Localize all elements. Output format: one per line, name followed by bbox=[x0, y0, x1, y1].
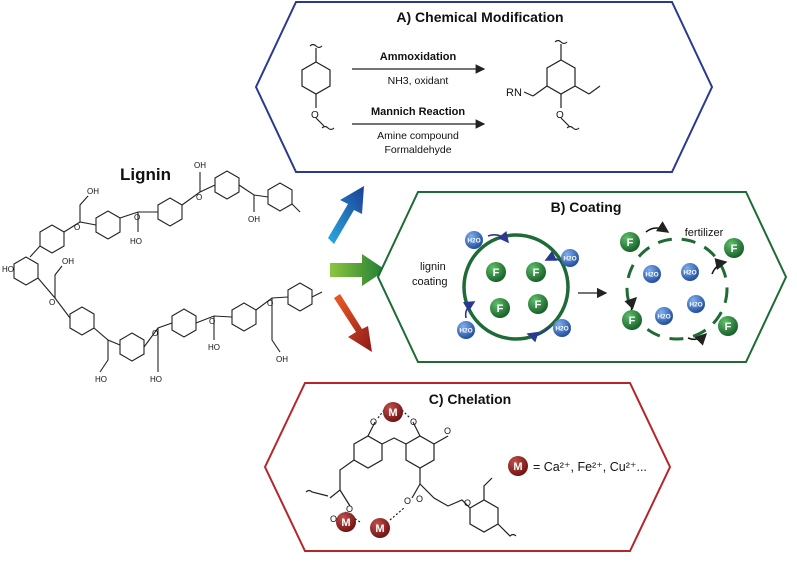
panel-c-title: C) Chelation bbox=[429, 391, 511, 407]
fertilizer-particle: F bbox=[718, 316, 738, 336]
arrow-to-coating bbox=[330, 254, 386, 286]
water-molecule: H2O bbox=[687, 295, 705, 313]
water-molecule-label: H2O bbox=[645, 271, 658, 278]
fertilizer-particle: F bbox=[526, 262, 546, 282]
product-rn-group: RN bbox=[506, 87, 522, 99]
svg-text:O: O bbox=[267, 299, 273, 308]
svg-text:O: O bbox=[464, 498, 471, 508]
fertilizer-particle-label: F bbox=[629, 315, 636, 327]
svg-text:OH: OH bbox=[248, 215, 260, 224]
metal-ion-label: M bbox=[375, 523, 384, 535]
fertilizer-label: fertilizer bbox=[685, 227, 724, 239]
svg-text:O: O bbox=[346, 504, 353, 514]
coating-label-coating: coating bbox=[412, 276, 447, 288]
svg-text:HO: HO bbox=[130, 237, 142, 246]
svg-text:O: O bbox=[410, 417, 417, 427]
water-molecule: H2O bbox=[457, 321, 475, 339]
lignin-structure: Lignin bbox=[2, 161, 323, 384]
fertilizer-particle-label: F bbox=[497, 303, 504, 315]
metal-ion: M bbox=[508, 456, 528, 476]
fertilizer-particle-label: F bbox=[725, 321, 732, 333]
fertilizer-particle: F bbox=[528, 294, 548, 314]
water-molecule-label: H2O bbox=[555, 325, 568, 332]
svg-text:O: O bbox=[311, 110, 319, 121]
fertilizer-particle: F bbox=[620, 232, 640, 252]
water-molecule: H2O bbox=[681, 263, 699, 281]
water-molecule-label: H2O bbox=[563, 255, 576, 262]
svg-text:O: O bbox=[556, 110, 564, 121]
chelate-structure bbox=[305, 409, 517, 537]
fertilizer-particle: F bbox=[724, 238, 744, 258]
svg-text:O: O bbox=[330, 514, 337, 524]
metal-ion: M bbox=[370, 518, 390, 538]
metal-ion-label: M bbox=[513, 461, 522, 473]
panel-b-title: B) Coating bbox=[551, 199, 622, 215]
water-molecule: H2O bbox=[465, 231, 483, 249]
svg-text:OH: OH bbox=[194, 161, 206, 170]
water-molecule: H2O bbox=[643, 265, 661, 283]
panel-chelation: C) Chelation O bbox=[263, 382, 672, 552]
svg-text:OH: OH bbox=[276, 355, 288, 364]
fertilizer-particle-label: F bbox=[731, 243, 738, 255]
metal-legend: = Ca²⁺, Fe²⁺, Cu²⁺... bbox=[533, 460, 647, 474]
svg-text:O: O bbox=[444, 426, 451, 436]
panel-a-title: A) Chemical Modification bbox=[396, 9, 563, 25]
water-molecule-label: H2O bbox=[683, 269, 696, 276]
fertilizer-particle-label: F bbox=[533, 267, 540, 279]
lignin-title: Lignin bbox=[120, 165, 171, 184]
fertilizer-particle: F bbox=[622, 310, 642, 330]
svg-text:HO: HO bbox=[208, 343, 220, 352]
metal-ions: M M M M bbox=[336, 402, 528, 538]
water-molecule-label: H2O bbox=[689, 301, 702, 308]
ammoxidation-label: Ammoxidation bbox=[380, 51, 457, 63]
svg-text:O: O bbox=[416, 494, 423, 504]
water-molecule: H2O bbox=[561, 249, 579, 267]
fertilizer-particle: F bbox=[486, 262, 506, 282]
metal-ion: M bbox=[336, 512, 356, 532]
svg-text:OH: OH bbox=[62, 257, 74, 266]
fertilizer-particle: F bbox=[490, 298, 510, 318]
water-molecule: H2O bbox=[553, 319, 571, 337]
arrow-to-modification bbox=[328, 186, 364, 244]
ammoxidation-reagents: NH3, oxidant bbox=[388, 75, 449, 87]
svg-text:O: O bbox=[152, 329, 158, 338]
water-molecule-label: H2O bbox=[459, 327, 472, 334]
water-molecule-label: H2O bbox=[467, 237, 480, 244]
svg-text:OH: OH bbox=[87, 187, 99, 196]
svg-text:O: O bbox=[196, 193, 202, 202]
fertilizer-particle-label: F bbox=[493, 267, 500, 279]
svg-text:HO: HO bbox=[2, 265, 14, 274]
mannich-reagent-formaldehyde: Formaldehyde bbox=[384, 144, 451, 156]
svg-text:O: O bbox=[134, 213, 140, 222]
mannich-reagent-amine: Amine compound bbox=[377, 130, 459, 142]
coating-particles: F F F F H2O H2O H2O H2O F F F F H2O H2O H2O H2O bbox=[457, 231, 744, 339]
svg-text:HO: HO bbox=[150, 375, 162, 384]
fertilizer-particle-label: F bbox=[535, 299, 542, 311]
svg-text:O: O bbox=[49, 298, 55, 307]
svg-text:O: O bbox=[74, 223, 80, 232]
fertilizer-particle-label: F bbox=[627, 237, 634, 249]
product-structure bbox=[523, 39, 601, 131]
svg-text:O: O bbox=[370, 417, 377, 427]
svg-text:O: O bbox=[209, 317, 215, 326]
water-molecule: H2O bbox=[655, 307, 673, 325]
water-molecule-label: H2O bbox=[657, 313, 670, 320]
svg-text:O: O bbox=[404, 496, 411, 506]
coating-label-lignin: lignin bbox=[420, 261, 446, 273]
panel-chemical-modification: A) Chemical Modification O Ammoxidation … bbox=[254, 0, 714, 173]
svg-text:HO: HO bbox=[95, 375, 107, 384]
arrow-to-chelation bbox=[334, 294, 372, 352]
mannich-label: Mannich Reaction bbox=[371, 106, 465, 118]
metal-ion: M bbox=[383, 402, 403, 422]
metal-ion-label: M bbox=[388, 407, 397, 419]
metal-ion-label: M bbox=[341, 517, 350, 529]
reactant-structure bbox=[301, 43, 335, 131]
